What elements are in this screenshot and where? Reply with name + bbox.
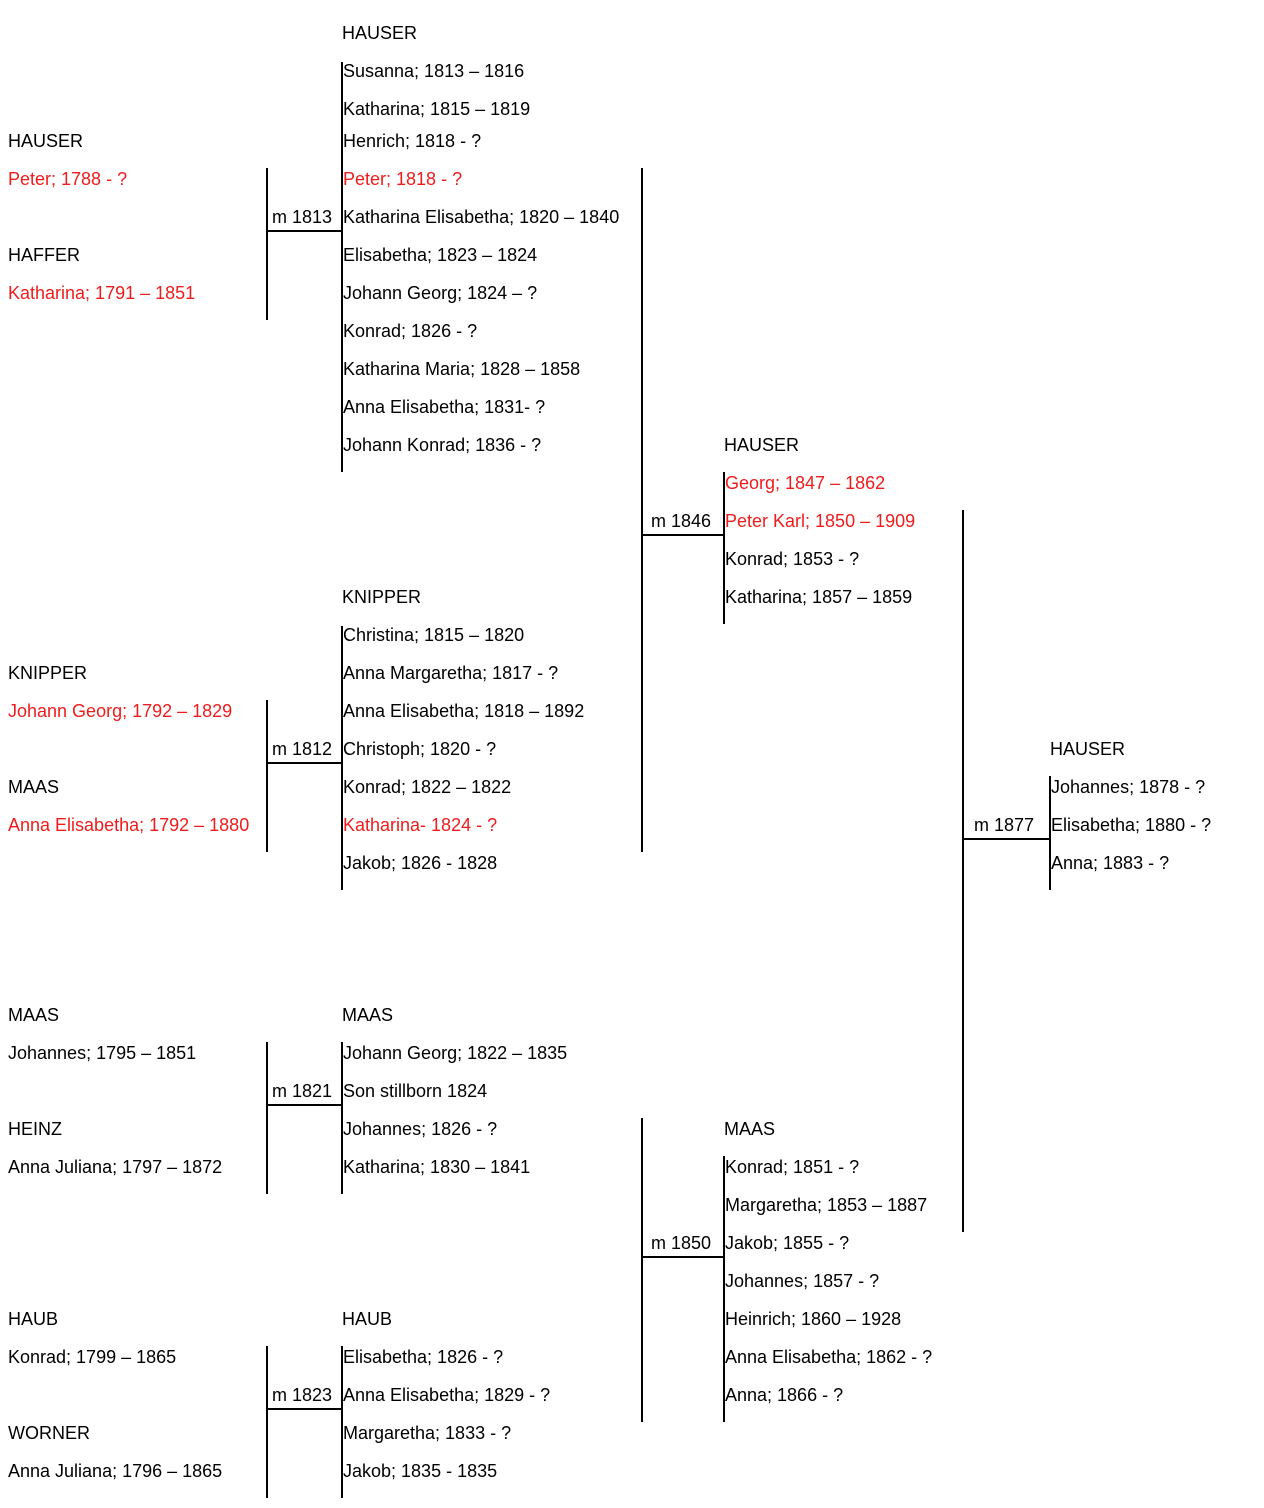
child-entry: Anna Elisabetha; 1829 - ? (343, 1385, 551, 1405)
child-entry: Johann Georg; 1824 – ? (343, 283, 538, 303)
child-entry: Anna Elisabetha; 1831- ? (343, 397, 546, 417)
child-entry: Henrich; 1818 - ? (343, 131, 482, 151)
couple-bracket-line (266, 168, 268, 320)
child-entry: Katharina; 1815 – 1819 (343, 99, 531, 119)
wife-surname: HEINZ (8, 1119, 62, 1139)
husband-name: Peter; 1788 - ? (8, 169, 128, 189)
child-entry: Georg; 1847 – 1862 (725, 473, 886, 493)
couple-bracket-line (962, 510, 964, 1232)
husband-name: Johannes; 1795 – 1851 (8, 1043, 197, 1063)
child-entry: Son stillborn 1824 (343, 1081, 488, 1101)
marriage-connector-line (266, 762, 342, 764)
husband-surname: KNIPPER (8, 663, 88, 683)
couple-bracket-line (266, 700, 268, 852)
couple-bracket-line (266, 1042, 268, 1194)
child-entry: Heinrich; 1860 – 1928 (725, 1309, 902, 1329)
child-entry: Konrad; 1853 - ? (725, 549, 860, 569)
wife-surname: HAFFER (8, 245, 80, 265)
marriage-year-label: m 1813 (271, 207, 332, 227)
children-surname: MAAS (724, 1119, 776, 1139)
child-entry: Konrad; 1822 – 1822 (343, 777, 512, 797)
children-surname: KNIPPER (342, 587, 422, 607)
wife-name: Anna Juliana; 1796 – 1865 (8, 1461, 223, 1481)
children-bracket-line (341, 1346, 343, 1498)
couple-bracket-line (266, 1346, 268, 1498)
children-bracket-line (723, 1156, 725, 1422)
child-entry: Jakob; 1826 - 1828 (343, 853, 498, 873)
children-surname: HAUSER (342, 23, 418, 43)
marriage-year-label: m 1812 (271, 739, 332, 759)
child-entry: Elisabetha; 1823 – 1824 (343, 245, 538, 265)
husband-name: Johann Georg; 1792 – 1829 (8, 701, 233, 721)
child-entry: Susanna; 1813 – 1816 (343, 61, 525, 81)
child-entry: Johannes; 1878 - ? (1051, 777, 1206, 797)
husband-surname: HAUSER (8, 131, 84, 151)
child-entry: Johann Konrad; 1836 - ? (343, 435, 542, 455)
children-surname: HAUB (342, 1309, 393, 1329)
marriage-year-label: m 1877 (973, 815, 1034, 835)
child-entry: Katharina- 1824 - ? (343, 815, 498, 835)
child-entry: Jakob; 1855 - ? (725, 1233, 850, 1253)
child-entry: Katharina Elisabetha; 1820 – 1840 (343, 207, 620, 227)
children-bracket-line (341, 1042, 343, 1194)
marriage-connector-line (641, 534, 724, 536)
husband-name: Konrad; 1799 – 1865 (8, 1347, 177, 1367)
child-entry: Peter Karl; 1850 – 1909 (725, 511, 916, 531)
child-entry: Elisabetha; 1880 - ? (1051, 815, 1212, 835)
child-entry: Katharina Maria; 1828 – 1858 (343, 359, 581, 379)
marriage-connector-line (266, 1408, 342, 1410)
marriage-connector-line (266, 230, 342, 232)
marriage-year-label: m 1823 (271, 1385, 332, 1405)
marriage-connector-line (962, 838, 1050, 840)
child-entry: Anna Elisabetha; 1862 - ? (725, 1347, 933, 1367)
husband-surname: HAUB (8, 1309, 59, 1329)
wife-name: Anna Elisabetha; 1792 – 1880 (8, 815, 250, 835)
child-entry: Johannes; 1826 - ? (343, 1119, 498, 1139)
wife-surname: MAAS (8, 777, 60, 797)
couple-bracket-line (641, 168, 643, 852)
child-entry: Konrad; 1826 - ? (343, 321, 478, 341)
children-bracket-line (1049, 776, 1051, 890)
marriage-connector-line (641, 1256, 724, 1258)
husband-surname: MAAS (8, 1005, 60, 1025)
child-entry: Margaretha; 1853 – 1887 (725, 1195, 928, 1215)
child-entry: Anna; 1866 - ? (725, 1385, 844, 1405)
child-entry: Elisabetha; 1826 - ? (343, 1347, 504, 1367)
child-entry: Johann Georg; 1822 – 1835 (343, 1043, 568, 1063)
wife-name: Katharina; 1791 – 1851 (8, 283, 196, 303)
children-bracket-line (341, 626, 343, 890)
couple-bracket-line (641, 1118, 643, 1422)
child-entry: Konrad; 1851 - ? (725, 1157, 860, 1177)
child-entry: Margaretha; 1833 - ? (343, 1423, 512, 1443)
child-entry: Anna; 1883 - ? (1051, 853, 1170, 873)
child-entry: Christina; 1815 – 1820 (343, 625, 525, 645)
marriage-year-label: m 1846 (650, 511, 711, 531)
children-surname: MAAS (342, 1005, 394, 1025)
children-bracket-line (341, 62, 343, 472)
child-entry: Katharina; 1857 – 1859 (725, 587, 913, 607)
children-surname: HAUSER (1050, 739, 1126, 759)
children-bracket-line (723, 472, 725, 624)
child-entry: Jakob; 1835 - 1835 (343, 1461, 498, 1481)
child-entry: Johannes; 1857 - ? (725, 1271, 880, 1291)
children-surname: HAUSER (724, 435, 800, 455)
child-entry: Peter; 1818 - ? (343, 169, 463, 189)
marriage-connector-line (266, 1104, 342, 1106)
child-entry: Christoph; 1820 - ? (343, 739, 497, 759)
wife-name: Anna Juliana; 1797 – 1872 (8, 1157, 223, 1177)
child-entry: Katharina; 1830 – 1841 (343, 1157, 531, 1177)
marriage-year-label: m 1821 (271, 1081, 332, 1101)
wife-surname: WORNER (8, 1423, 90, 1443)
marriage-year-label: m 1850 (650, 1233, 711, 1253)
child-entry: Anna Elisabetha; 1818 – 1892 (343, 701, 585, 721)
child-entry: Anna Margaretha; 1817 - ? (343, 663, 559, 683)
